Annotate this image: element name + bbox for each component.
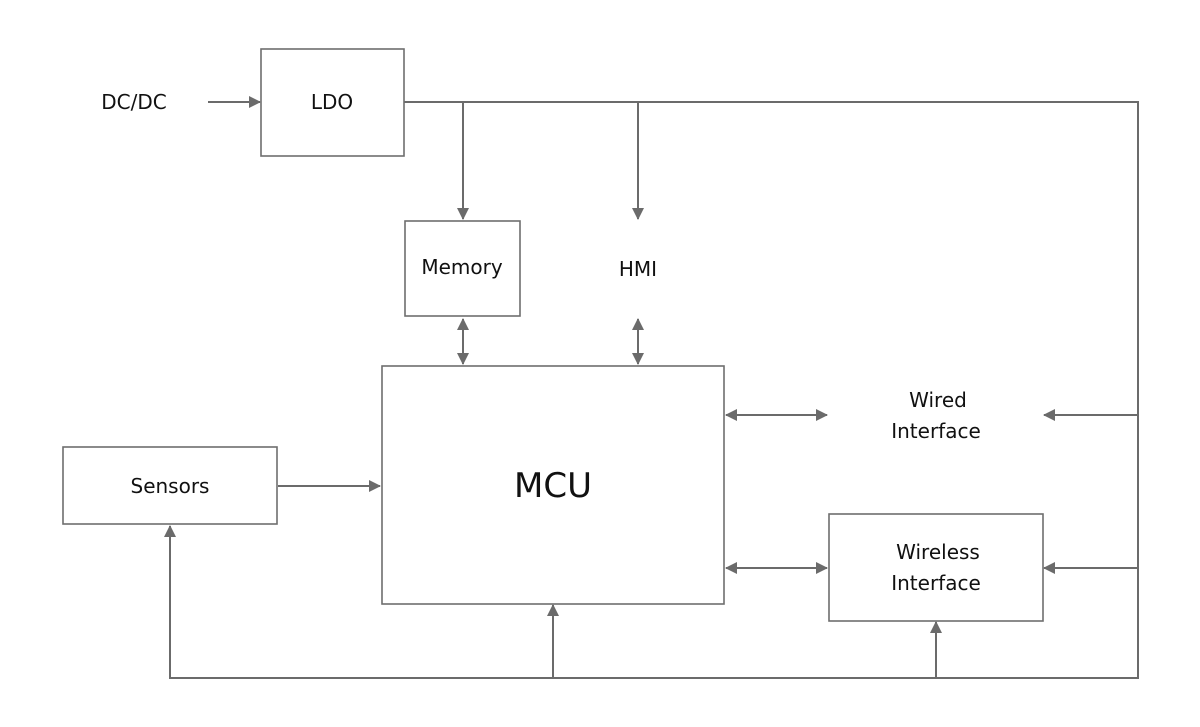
mcu-block (381, 365, 725, 605)
dcdc-label: DC/DC (101, 90, 166, 114)
mcu-label: MCU (514, 466, 592, 506)
sensors-label: Sensors (131, 474, 210, 498)
wireless-interface-label-line2: Interface (891, 571, 981, 595)
sensors-block (62, 446, 278, 525)
ldo-block (260, 48, 405, 157)
wireless-interface-label-line1: Wireless (896, 540, 980, 564)
wireless-interface-block (828, 513, 1044, 622)
power-rail-line (164, 101, 1139, 679)
ldo-label: LDO (311, 90, 353, 114)
wired-interface-label-line2: Interface (891, 419, 981, 443)
memory-label: Memory (421, 255, 503, 279)
memory-block (404, 220, 521, 317)
wired-interface-label-line1: Wired (909, 388, 967, 412)
hmi-label: HMI (619, 257, 657, 281)
